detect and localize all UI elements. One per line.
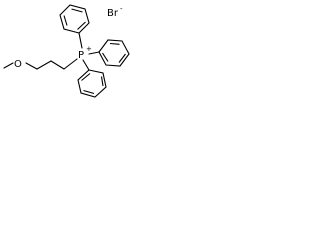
phenyl-ring-right xyxy=(98,39,130,67)
methyl-bond xyxy=(3,62,14,69)
phosphorus-bonds xyxy=(78,32,100,71)
phosphorus-atom-label: P xyxy=(78,50,84,61)
methoxypropyl-chain xyxy=(3,58,78,70)
propyl-bond-1 xyxy=(36,60,52,70)
phosphorus-phenyl-top-bond xyxy=(78,32,83,49)
bromide-label: Br xyxy=(107,8,119,19)
molecule-structure: O P + Br - xyxy=(3,4,130,98)
phenyl-ring-top xyxy=(59,4,90,34)
phosphorus-phenyl-bottom-bond xyxy=(82,59,90,71)
propyl-phosphorus-bond xyxy=(63,58,78,70)
phosphorus-phenyl-right-bond xyxy=(88,51,100,55)
oxygen-carbon-bond xyxy=(25,62,38,70)
oxygen-atom-label: O xyxy=(14,59,22,70)
structure-canvas: O P + Br - xyxy=(0,0,139,106)
bromide-charge: - xyxy=(120,5,123,13)
phosphonium-charge: + xyxy=(86,45,92,53)
propyl-bond-2 xyxy=(50,60,65,70)
phenyl-ring-bottom xyxy=(77,69,107,98)
